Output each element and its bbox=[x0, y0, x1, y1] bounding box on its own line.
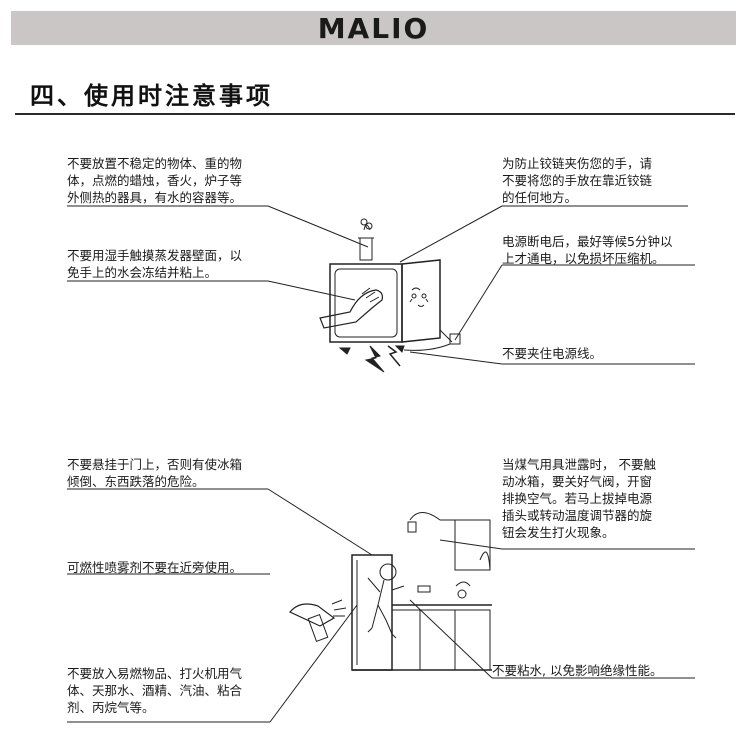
note-unstable-objects: 不要放置不稳定的物体、重的物 体，点燃的蜡烛，香火，炉子等 外侧热的器具，有水的… bbox=[67, 156, 243, 205]
note-power-wait: 电源断电后，最好等候5分钟以 上才通电，以免损坏压缩机。 bbox=[502, 234, 673, 266]
title-divider bbox=[15, 113, 735, 115]
section-title: 四、使用时注意事项 bbox=[30, 82, 273, 110]
brand-logo: MALIO bbox=[317, 12, 430, 45]
refrigerator-illustration-1 bbox=[319, 218, 461, 373]
note-power-cord: 不要夹住电源线。 bbox=[502, 346, 603, 361]
kitchen-illustration-2 bbox=[289, 512, 492, 671]
note-wet-hands: 不要用湿手触摸蒸发器壁面，以 免手上的水会冻结并粘上。 bbox=[67, 248, 243, 280]
note-flammables: 不要放入易燃物品、打火机用气 体、天那水、酒精、汽油、粘合 剂、丙烷气等。 bbox=[67, 666, 243, 715]
brand-header-bar: MALIO bbox=[11, 11, 736, 45]
note-hinge: 为防止铰链夹伤您的手，请 不要将您的手放在靠近铰链 的任何地方。 bbox=[502, 156, 653, 205]
note-hanging-door: 不要悬挂于门上，否则有使冰箱 倾倒、东西跌落的危险。 bbox=[67, 457, 243, 489]
note-gas-leak: 当煤气用具泄露时， 不要触 动冰箱，要关好气阀，开窗 排换空气。若马上拔掉电源 … bbox=[502, 457, 656, 540]
note-spray: 可燃性喷雾剂不要在近旁使用。 bbox=[67, 560, 243, 575]
note-water: 不要粘水, 以免影响绝缘性能。 bbox=[492, 663, 663, 678]
